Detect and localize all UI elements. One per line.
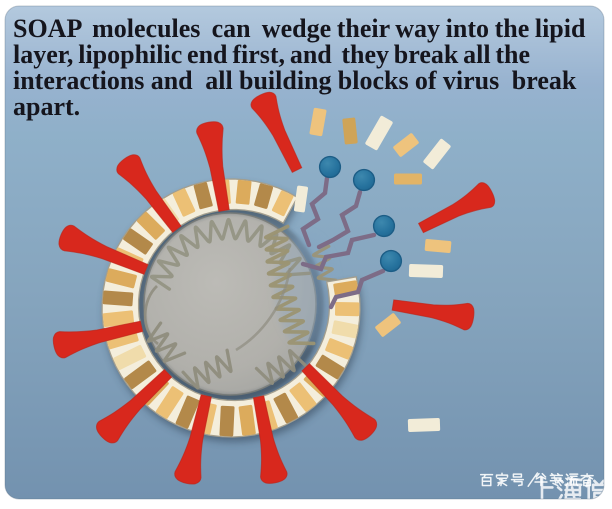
svg-text:apart.: apart. [13,92,80,121]
svg-text:SOAP molecules can wedge th: SOAP molecules can wedge their way into … [13,14,586,43]
svg-text:interactions and all building: interactions and all building blocks of … [13,66,577,95]
svg-text:layer, lipophilic end first, a: layer, lipophilic end first, and they br… [13,40,530,69]
